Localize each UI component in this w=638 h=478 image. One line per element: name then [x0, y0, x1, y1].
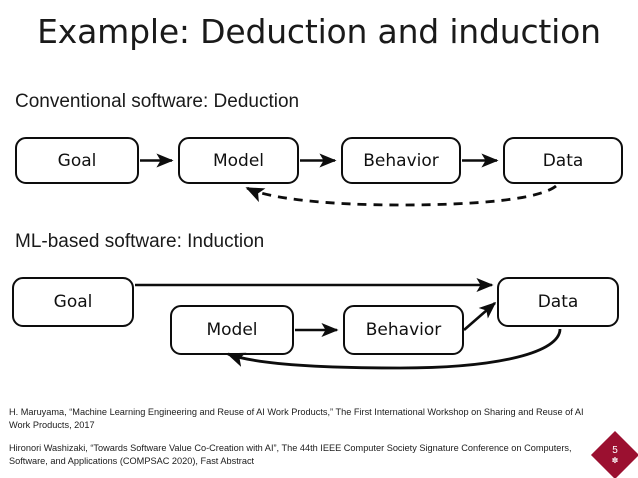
footnote-citation-2: Hironori Washizaki, “Towards Software Va…	[9, 443, 572, 466]
node-induction-goal[interactable]: Goal	[12, 277, 134, 327]
footnote-citation-1: H. Maruyama, “Machine Learning Engineeri…	[9, 407, 584, 430]
page-number: 5	[612, 444, 618, 456]
section-heading-induction: ML-based software: Induction	[15, 231, 265, 252]
badge-emblem-icon: ✽	[611, 455, 619, 465]
node-induction-behavior[interactable]: Behavior	[343, 305, 464, 355]
node-deduction-behavior[interactable]: Behavior	[341, 137, 461, 184]
page-title: Example: Deduction and induction	[37, 12, 601, 51]
page-badge-content: 5 ✽	[598, 438, 632, 472]
arrow-induction-behavior-to-data	[463, 301, 497, 331]
node-deduction-data[interactable]: Data	[503, 137, 623, 184]
node-deduction-goal[interactable]: Goal	[15, 137, 139, 184]
node-induction-data[interactable]: Data	[497, 277, 619, 327]
arrow-deduction-data-to-model-feedback	[245, 184, 557, 207]
section-heading-deduction: Conventional software: Deduction	[15, 91, 300, 112]
node-deduction-model[interactable]: Model	[178, 137, 299, 184]
node-induction-model[interactable]: Model	[170, 305, 294, 355]
